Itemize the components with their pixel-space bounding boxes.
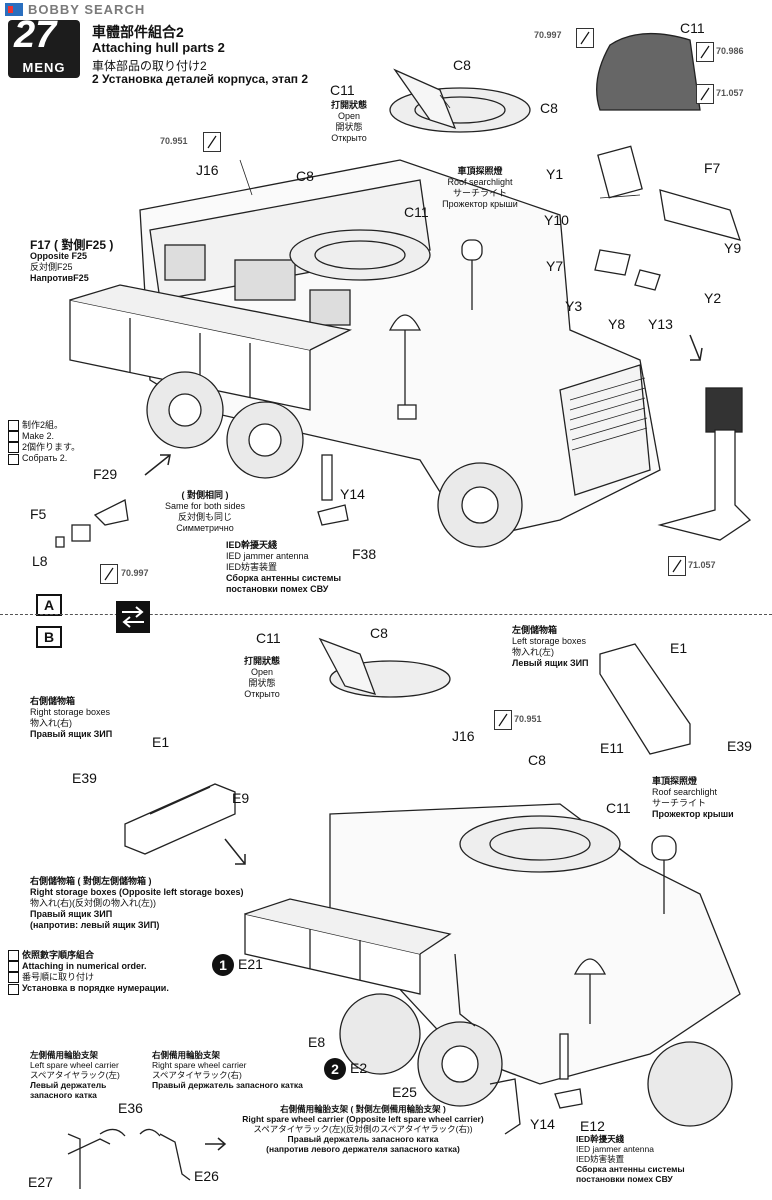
paint-icon — [576, 28, 594, 48]
left-spare-wheel-note: 左側備用輪胎支架 Left spare wheel carrier スペアタイヤ… — [30, 1050, 120, 1100]
title-english: Attaching hull parts 2 — [92, 40, 225, 55]
label-e36: E36 — [118, 1100, 143, 1116]
step-callout-1: 1 — [212, 954, 234, 976]
paint-code: 70.997 — [534, 30, 562, 40]
same-sides-note: ( 對側相同 ) Same for both sides 反対側も同じ Симм… — [164, 490, 246, 533]
label-e12: E12 — [580, 1118, 605, 1134]
ied-note-a: IED幹擾天綫 IED jammer antenna IED妨害装置 Сборк… — [226, 540, 342, 594]
label-c8-b: C8 — [370, 625, 388, 641]
paint-icon — [696, 84, 714, 104]
paint-icon — [696, 42, 714, 62]
label-f29: F29 — [93, 466, 118, 482]
open-note-a: 打開狀態 Open 開状態 Открыто — [330, 100, 367, 143]
label-c11-top: C11 — [330, 82, 355, 98]
label-f5: F5 — [30, 506, 47, 522]
section-divider — [0, 614, 772, 615]
label-e1-left: E1 — [152, 734, 170, 750]
ied-note-b: IED幹擾天綫 IED jammer antenna IED妨害装置 Сборк… — [576, 1134, 685, 1184]
make-two-note: 制作2組。 Make 2. 2個作ります。 Собрать 2. — [8, 420, 80, 465]
right-spare-wheel-note: 右側備用輪胎支架 Right spare wheel carrier スペアタイ… — [152, 1050, 303, 1090]
label-e8: E8 — [308, 1034, 326, 1050]
label-j16-b: J16 — [452, 728, 475, 744]
watermark-text: BOBBY SEARCH — [28, 2, 146, 17]
watermark-logo: BOBBY SEARCH — [0, 0, 160, 20]
label-c11-right: C11 — [680, 20, 705, 36]
label-e26: E26 — [194, 1168, 219, 1184]
label-e2: E2 — [350, 1060, 368, 1076]
right-spare-wheel-opposite-note: 右側備用輪胎支架 ( 對側左側備用輪胎支架 ) Right spare whee… — [242, 1104, 484, 1154]
section-b-marker: B — [36, 626, 62, 648]
label-e21: E21 — [238, 956, 263, 972]
paint-code: 71.057 — [716, 88, 744, 98]
label-e39-left: E39 — [72, 770, 97, 786]
paint-icon — [494, 710, 512, 730]
label-y13: Y13 — [648, 316, 673, 332]
title-japanese: 車体部品の取り付け2 — [92, 59, 207, 73]
open-note-b: 打開狀態 Open 開状態 Открыто — [243, 656, 280, 699]
right-box-note: 右側儲物箱 Right storage boxes 物入れ(右) Правый … — [30, 696, 113, 739]
title-russian: 2 Установка деталей корпуса, этап 2 — [92, 72, 309, 86]
label-c11-mid: C11 — [404, 204, 429, 220]
label-y9: Y9 — [724, 240, 742, 256]
step-badge: 27 MENG — [8, 14, 80, 78]
paint-code: 70.951 — [514, 714, 542, 724]
label-f7: F7 — [704, 160, 721, 176]
label-y8: Y8 — [608, 316, 626, 332]
step-callout-2: 2 — [324, 1058, 346, 1080]
paint-code: 70.997 — [121, 568, 149, 578]
paint-icon — [203, 132, 221, 152]
section-a-illustration — [55, 32, 752, 548]
label-f38: F38 — [352, 546, 377, 562]
paint-icon — [668, 556, 686, 576]
numerical-order-note: 依照數字順序組合 Attaching in numerical order. 番… — [8, 950, 169, 995]
section-b-illustration — [67, 637, 741, 1189]
label-y2: Y2 — [704, 290, 722, 306]
title-chinese: 車體部件組合2 — [92, 24, 184, 40]
label-y1: Y1 — [546, 166, 564, 182]
label-c11-b: C11 — [256, 630, 281, 646]
swap-arrows-icon — [116, 601, 150, 633]
label-e39-right: E39 — [727, 738, 752, 754]
f17-opposite-note: F17 ( 對側F25 ) Opposite F25 反対側F25 Напрот… — [30, 238, 114, 283]
label-c8-mid: C8 — [296, 168, 314, 184]
paint-code: 70.986 — [716, 46, 744, 56]
paint-code: 71.057 — [688, 560, 716, 570]
searchlight-note-a: 車頂探照燈 Roof searchlight サーチライト Прожектор … — [442, 166, 518, 209]
label-e9: E9 — [232, 790, 250, 806]
brand-logo: MENG — [22, 60, 66, 75]
label-c11-mid-b: C11 — [606, 800, 631, 816]
searchlight-note-b: 車頂探照燈 Roof searchlight サーチライト Прожектор … — [652, 776, 734, 819]
section-a-marker: A — [36, 594, 62, 616]
label-l8: L8 — [32, 553, 48, 569]
label-y7: Y7 — [546, 258, 564, 274]
label-c8-right: C8 — [540, 100, 558, 116]
left-box-note: 左側儲物箱 Left storage boxes 物入れ(左) Левый ящ… — [512, 625, 589, 668]
label-y10: Y10 — [544, 212, 569, 228]
label-e1-right: E1 — [670, 640, 688, 656]
label-c8-top: C8 — [453, 57, 471, 73]
label-e11: E11 — [600, 740, 624, 756]
label-y3: Y3 — [565, 298, 583, 314]
label-e27: E27 — [28, 1174, 53, 1190]
step-number: 27 — [14, 14, 57, 56]
label-e25: E25 — [392, 1084, 417, 1100]
label-c8-mid-b: C8 — [528, 752, 546, 768]
right-box-opposite-note: 右側儲物箱 ( 對側左側儲物箱 ) Right storage boxes (O… — [30, 876, 244, 930]
label-j16: J16 — [196, 162, 219, 178]
paint-icon — [100, 564, 118, 584]
label-y14-b: Y14 — [530, 1116, 555, 1132]
paint-code: 70.951 — [160, 136, 188, 146]
label-y14: Y14 — [340, 486, 365, 502]
